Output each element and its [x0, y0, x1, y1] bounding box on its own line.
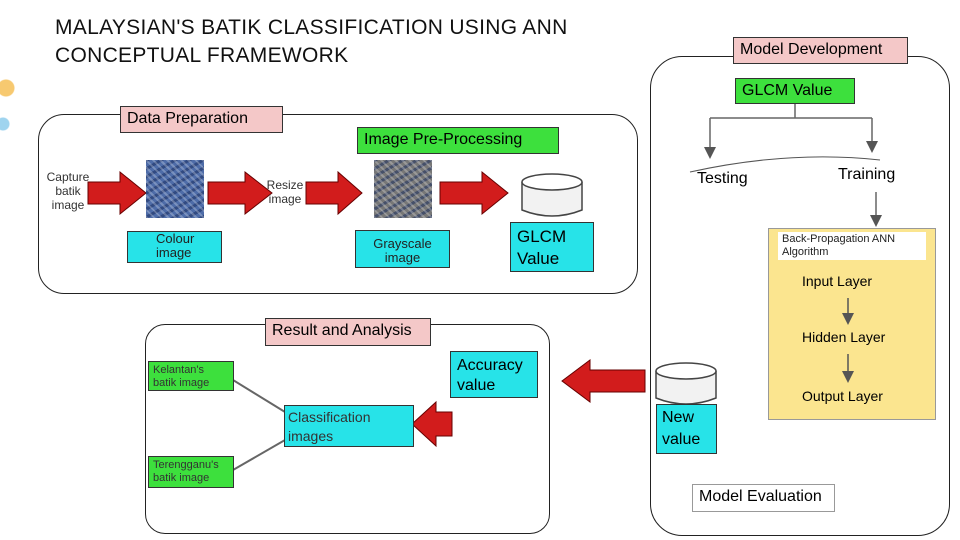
- testing-label: Testing: [697, 170, 748, 187]
- data-preparation-panel: [38, 114, 638, 294]
- image-preprocessing-label: Image Pre-Processing: [357, 127, 559, 154]
- title-line-2: CONCEPTUAL FRAMEWORK: [55, 44, 349, 67]
- kelantan-image-box: Kelantan's batik image: [148, 361, 234, 391]
- red-arrow-to-accuracy: [561, 359, 646, 403]
- model-development-label: Model Development: [733, 37, 908, 64]
- decorative-splash: [0, 40, 30, 160]
- colour-image-box: Colour image: [127, 231, 222, 263]
- glcm-value-top-label: GLCM Value: [735, 78, 855, 104]
- new-value-box: New value: [656, 404, 717, 454]
- bpann-box: Back-Propagation ANN Algorithm: [778, 232, 926, 260]
- data-preparation-label: Data Preparation: [120, 106, 283, 133]
- result-analysis-label: Result and Analysis: [265, 318, 431, 346]
- title-line-1: MALAYSIAN'S BATIK CLASSIFICATION USING A…: [55, 16, 568, 39]
- grayscale-image-box: Grayscale image: [355, 230, 450, 268]
- hidden-layer-label: Hidden Layer: [802, 329, 886, 345]
- input-layer-label: Input Layer: [802, 273, 873, 289]
- model-evaluation-label: Model Evaluation: [692, 484, 835, 512]
- page-title: MALAYSIAN'S BATIK CLASSIFICATION USING A…: [55, 14, 568, 70]
- accuracy-value-box: Accuracy value: [450, 351, 538, 398]
- colour-batik-image: [146, 160, 204, 218]
- training-label: Training: [838, 166, 896, 183]
- classification-images-box: Classification images: [284, 405, 414, 447]
- terengganu-image-box: Terengganu's batik image: [148, 456, 234, 488]
- capture-batik-label: Capture batik image: [46, 170, 90, 212]
- output-layer-label: Output Layer: [802, 388, 883, 404]
- resize-image-label: Resize image: [266, 178, 304, 206]
- glcm-value-left-box: GLCM Value: [510, 222, 594, 272]
- grayscale-batik-image: [374, 160, 432, 218]
